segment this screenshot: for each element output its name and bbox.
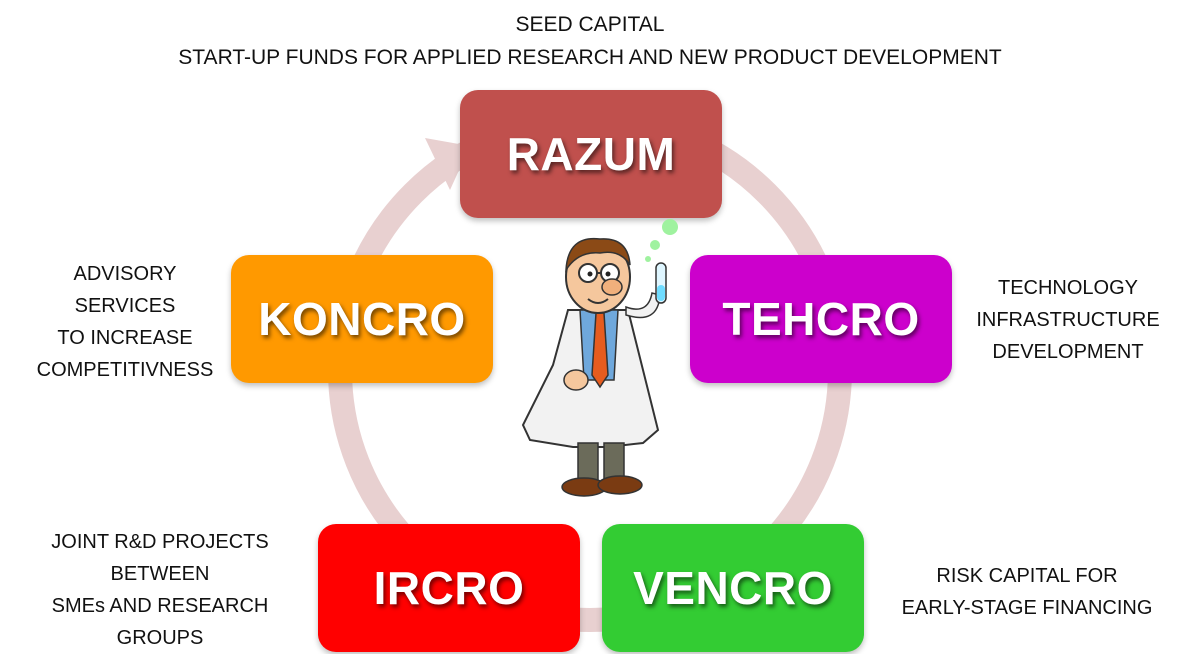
vencro-description-line: RISK CAPITAL FOR — [936, 565, 1118, 587]
koncro-description-line: TO INCREASE — [57, 327, 193, 349]
tehcro-description-line: INFRASTRUCTURE — [976, 309, 1160, 331]
header-title: SEED CAPITAL — [515, 13, 665, 36]
tehcro-box: TEHCRO — [690, 255, 952, 383]
razum-box: RAZUM — [460, 90, 722, 218]
ircro-description: JOINT R&D PROJECTS BETWEEN SMEs AND RESE… — [30, 526, 290, 654]
ircro-box: IRCRO — [318, 524, 580, 652]
koncro-description-line: SERVICES — [74, 295, 176, 317]
vencro-box: VENCRO — [602, 524, 864, 652]
tehcro-description-line: TECHNOLOGY — [997, 277, 1139, 299]
koncro-description: ADVISORY SERVICES TO INCREASE COMPETITIV… — [20, 258, 230, 386]
ircro-description-line: GROUPS — [116, 627, 204, 649]
vencro-description: RISK CAPITAL FOR EARLY-STAGE FINANCING — [882, 560, 1172, 624]
tehcro-description: TECHNOLOGY INFRASTRUCTURE DEVELOPMENT — [968, 272, 1168, 368]
koncro-description-line: ADVISORY — [73, 263, 177, 285]
ircro-description-line: JOINT R&D PROJECTS — [51, 531, 269, 553]
ircro-description-line: BETWEEN — [110, 563, 210, 585]
tehcro-description-line: DEVELOPMENT — [992, 341, 1144, 363]
header-subtitle: START-UP FUNDS FOR APPLIED RESEARCH AND … — [178, 46, 1002, 69]
koncro-description-line: COMPETITIVNESS — [36, 359, 214, 381]
koncro-box: KONCRO — [231, 255, 493, 383]
cycle-arrowhead — [425, 138, 470, 190]
vencro-description-line: EARLY-STAGE FINANCING — [901, 597, 1153, 619]
ircro-description-line: SMEs AND RESEARCH — [51, 595, 269, 617]
scientist-illustration — [521, 219, 678, 497]
